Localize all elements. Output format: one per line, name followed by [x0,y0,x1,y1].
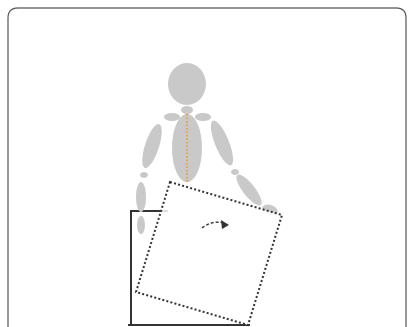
figure-head [168,63,206,105]
figure-shoulder-left [164,113,180,121]
figure-left-elbow [140,172,148,178]
figure-left-forearm [136,182,146,212]
figure-left-hand [137,216,145,234]
figure-shoulder-right [195,113,211,121]
figure-right-upper-arm [207,118,238,168]
figure-torso [172,114,202,182]
figure-neck [181,106,193,114]
figure-right-elbow [231,169,239,175]
figure-left-upper-arm [138,122,166,170]
